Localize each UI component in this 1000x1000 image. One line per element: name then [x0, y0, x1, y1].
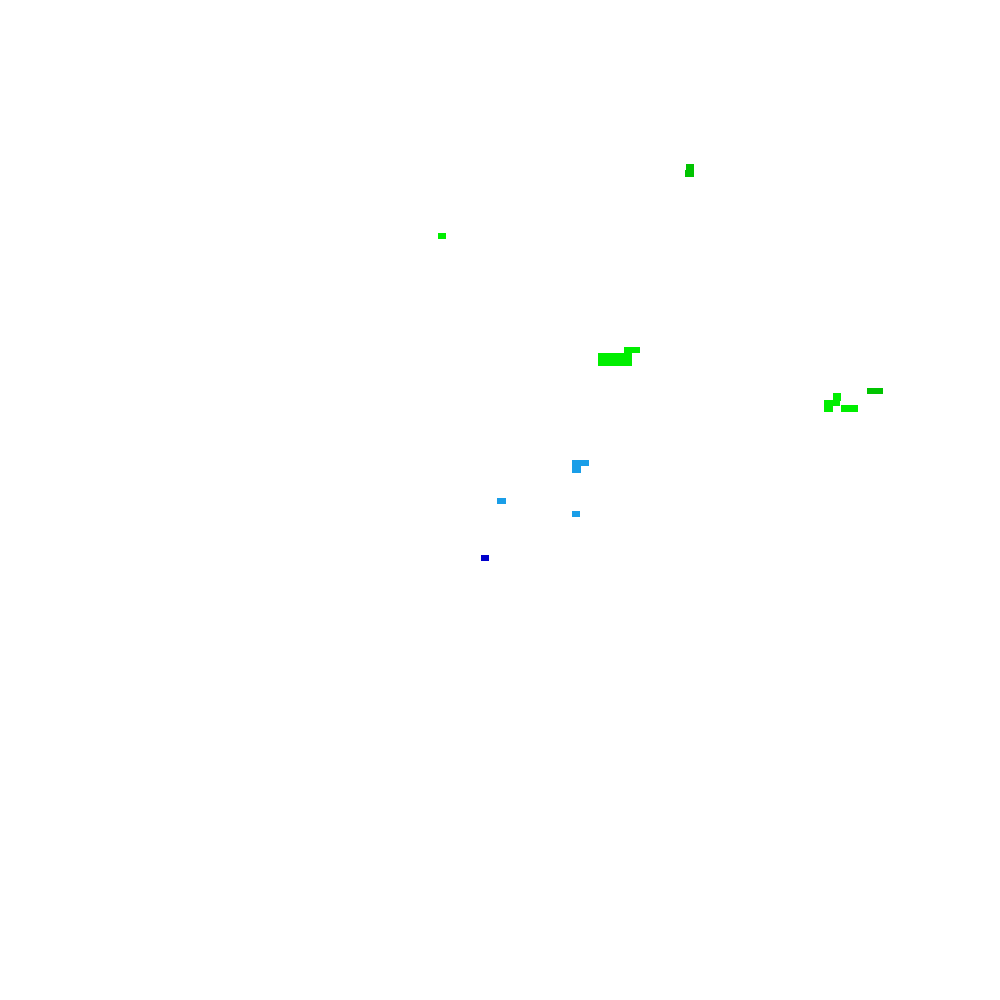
cluster-east-dark: [867, 388, 883, 394]
cluster-west-blue-cell: [497, 498, 506, 504]
cluster-center: [598, 347, 640, 366]
cluster-center-blue: [572, 460, 589, 473]
cluster-north-west: [438, 233, 446, 239]
cluster-north-east-cell: [686, 164, 694, 170]
cluster-east-dark-cell: [867, 388, 883, 394]
cluster-center-blue-cell: [572, 466, 581, 473]
cluster-center-cell: [624, 347, 640, 353]
cluster-south-blue: [572, 511, 580, 517]
cluster-east-cell: [841, 405, 858, 412]
cluster-south-blue-cell: [572, 511, 580, 517]
cluster-center-cell: [598, 353, 632, 366]
cluster-east-cell: [824, 406, 833, 412]
cluster-east-cell: [824, 400, 840, 406]
cluster-north-east-cell: [685, 170, 694, 177]
cluster-south-dark-blue-cell: [481, 555, 489, 561]
cluster-east-cell: [833, 393, 841, 401]
cluster-west-blue: [497, 498, 506, 504]
cluster-east: [824, 393, 858, 412]
cluster-north-east: [685, 164, 694, 177]
cluster-south-dark-blue: [481, 555, 489, 561]
cluster-center-blue-cell: [572, 460, 589, 466]
cluster-north-west-cell: [438, 233, 446, 239]
